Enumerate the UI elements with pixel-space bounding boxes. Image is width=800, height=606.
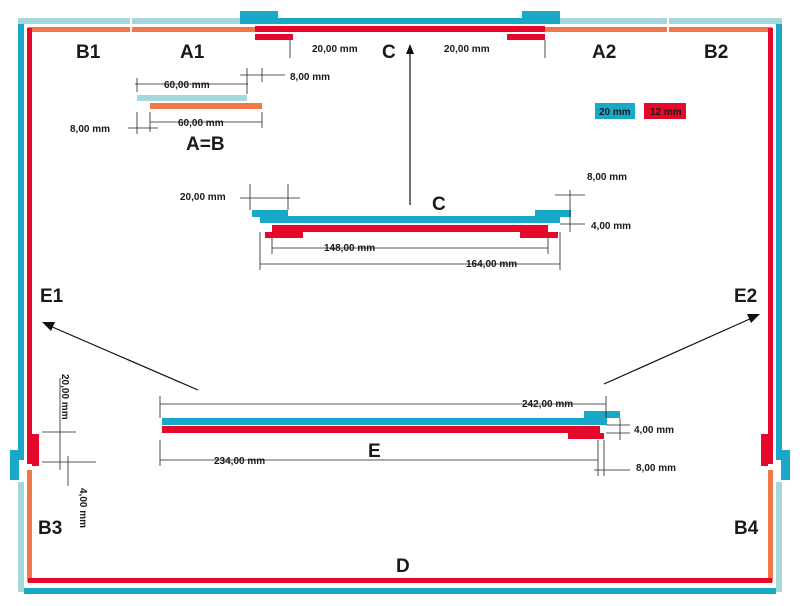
ab-light-bar [137,95,247,101]
right-lower-light-strip [776,482,782,592]
left-connector-blue [10,450,19,480]
label-e: E [368,441,381,462]
arrow-to-e2 [603,317,753,385]
dim-e-242: 242,00 mm [522,399,573,410]
dim-c-148: 148,00 mm [324,243,375,254]
c-detail: C 20,00 mm 8,00 mm 4,00 mm 148,00 mm 164… [180,172,631,270]
label-a1: A1 [180,42,205,63]
dim-side-4: 4,00 mm [77,488,88,528]
dim-c-4: 4,00 mm [591,221,631,232]
arrow-to-e1-head [42,322,55,331]
bottom-blue-strip [24,588,776,594]
legend: 20 mm 12 mm [595,103,686,119]
legend-blue-label: 20 mm [599,107,631,118]
e-red-connector-right [568,433,604,439]
label-b4: B4 [734,518,759,539]
right-lower-orange-strip [768,470,773,582]
dim-top-right-20: 20,00 mm [444,44,490,55]
c-blue-bar [260,216,560,223]
top-divider-2 [667,18,669,32]
top-c-red-strip [255,26,545,32]
dim-ab-60-top: 60,00 mm [164,80,210,91]
ab-orange-bar [150,103,262,109]
arrow-up-to-c-head [406,44,414,54]
top-right-connector-red [507,34,545,40]
label-a2: A2 [592,42,616,63]
label-e1: E1 [40,286,64,307]
right-red-strip [768,28,773,464]
dim-c-8: 8,00 mm [587,172,627,183]
label-c-mid: C [432,194,446,215]
dim-ab-8-top: 8,00 mm [290,72,330,83]
top-c-blue-strip [240,18,560,24]
e-blue-bar [162,418,607,425]
top-right-connector-blue [522,11,560,19]
label-e2: E2 [734,286,757,307]
e-detail: 242,00 mm 4,00 mm 234,00 mm 8,00 mm E [159,396,676,476]
c-red-connector-right [520,232,558,238]
c-red-bar [272,225,548,232]
left-red-strip [27,28,32,464]
legend-red-swatch [644,103,686,119]
legend-red-label: 12 mm [650,107,682,118]
legend-blue-swatch [595,103,635,119]
label-b2: B2 [704,42,728,63]
label-b1: B1 [76,42,101,63]
top-left-connector-red [255,34,293,40]
dim-e-234: 234,00 mm [214,456,265,467]
c-red-connector-left [265,232,303,238]
arrow-to-e1 [49,325,199,391]
top-left-connector-blue [240,11,278,19]
c-blue-connector-left [252,210,288,217]
side-detail: 20,00 mm 4,00 mm [42,374,96,528]
bottom-red-strip [28,578,772,583]
right-connector-blue [781,450,790,480]
arrow-to-e2-head [747,314,760,323]
dim-ab-8-left: 8,00 mm [70,124,110,135]
top-divider-1 [130,18,132,32]
label-c-top: C [382,42,396,63]
dim-e-8: 8,00 mm [636,463,676,474]
dim-top-left-20: 20,00 mm [312,44,358,55]
c-blue-connector-right [535,210,571,217]
dim-side-20: 20,00 mm [59,374,70,420]
left-lower-orange-strip [27,470,32,582]
right-blue-strip [776,24,782,460]
right-connector-red [761,434,768,466]
dim-c-20: 20,00 mm [180,192,226,203]
label-d: D [396,556,410,577]
e-red-bar [162,426,600,433]
left-connector-red [32,434,39,466]
label-a-eq-b: A=B [186,134,225,155]
label-b3: B3 [38,518,62,539]
dim-c-164: 164,00 mm [466,259,517,270]
e-blue-connector-right [584,411,620,418]
frame-outline [10,11,790,594]
dim-ab-60-bottom: 60,00 mm [178,118,224,129]
left-lower-light-strip [18,482,24,592]
ab-detail: 60,00 mm 8,00 mm 60,00 mm 8,00 mm A=B [70,68,330,155]
dim-e-4: 4,00 mm [634,425,674,436]
left-blue-strip [18,24,24,460]
